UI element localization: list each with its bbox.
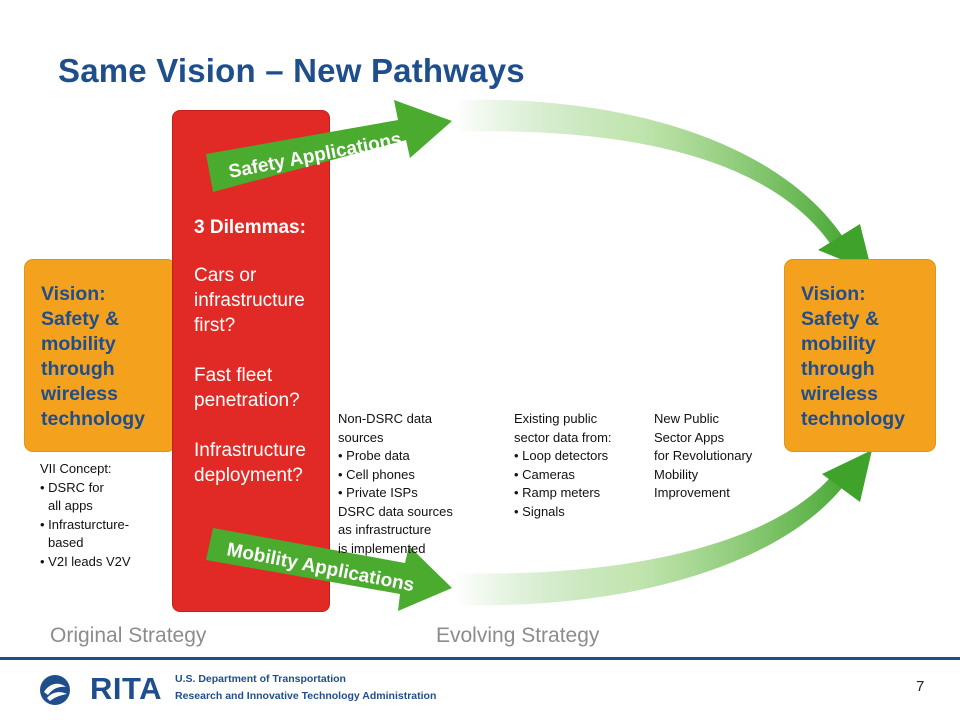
note-line: • Probe data [338,448,410,463]
vision-box-evolving: Vision: Safety & mobility through wirele… [784,259,936,452]
vision-line: through [41,358,115,380]
note-line: sector data from: [514,429,612,445]
vision-line: technology [41,408,146,430]
footer-divider [0,657,960,660]
dilemma-item-line: Fast fleet [194,365,273,386]
note-line: • Loop detectors [514,448,609,463]
vision-line: technology [801,408,906,430]
non-dsrc-notes: Non-DSRC data sources • Probe data • Cel… [338,410,453,558]
note-line: Sector Apps [654,429,725,445]
page-number: 7 [916,678,925,695]
dilemma-item-line: Infrastructure [194,440,306,461]
slide-title: Same Vision – New Pathways [58,52,525,89]
org-name-line1: U.S. Department of Transportation [175,673,346,685]
vision-line: wireless [41,383,118,405]
dilemma-item-line: first? [194,315,236,336]
safety-applications-arrow: Safety Applications [206,100,452,192]
note-line: as infrastructure [338,522,432,537]
note-line: is implemented [338,540,426,556]
vision-line: wireless [801,383,878,405]
existing-public-notes: Existing public sector data from: • Loop… [514,410,612,521]
rita-logo: RITA [90,671,163,706]
note-line: Non-DSRC data [338,411,432,426]
vision-line: through [801,358,875,380]
dilemmas-panel [172,110,330,612]
vii-concept-notes: VII Concept: • DSRC for all apps • Infra… [40,460,131,571]
note-line: • Ramp meters [514,485,601,500]
new-public-apps-notes: New Public Sector Apps for Revolutionary… [654,410,752,503]
note-line: • Cell phones [338,466,415,482]
note-line: all apps [48,498,93,513]
dot-logo-icon [40,675,70,705]
vision-label: Vision: [41,283,106,305]
vision-line: mobility [801,333,876,355]
note-line: for Revolutionary [654,448,753,463]
note-line: New Public [654,411,720,426]
top-pathway-curve [455,99,845,246]
bottom-pathway-arrowhead [822,450,872,502]
note-line: Mobility [654,466,699,482]
dilemma-item-line: deployment? [194,465,303,486]
vision-line: Safety & [801,308,880,330]
note-line: • DSRC for [40,479,104,495]
note-line: VII Concept: [40,461,112,476]
evolving-strategy-label: Evolving Strategy [436,624,600,647]
note-line: • Private ISPs [338,485,418,500]
vision-label: Vision: [801,283,866,305]
note-line: • Cameras [514,466,575,482]
dilemma-item-line: Cars or [194,265,257,286]
dilemmas-heading: 3 Dilemmas: [194,217,306,238]
vision-box-original: Vision: Safety & mobility through wirele… [24,259,176,452]
note-line: Existing public [514,411,598,426]
note-line: • Signals [514,503,565,519]
note-line: Improvement [654,485,730,500]
original-strategy-label: Original Strategy [50,624,207,647]
note-line: DSRC data sources [338,503,453,519]
org-name-line2: Research and Innovative Technology Admin… [175,690,437,702]
vision-line: Safety & [41,308,120,330]
dilemma-item-line: penetration? [194,390,300,411]
note-line: • Infrasturcture- [40,516,130,532]
vision-line: mobility [41,333,116,355]
dilemma-item-line: infrastructure [194,290,305,311]
bottom-pathway-curve [455,472,848,606]
note-line: based [48,535,84,550]
note-line: • V2I leads V2V [40,553,131,569]
note-line: sources [338,429,384,445]
